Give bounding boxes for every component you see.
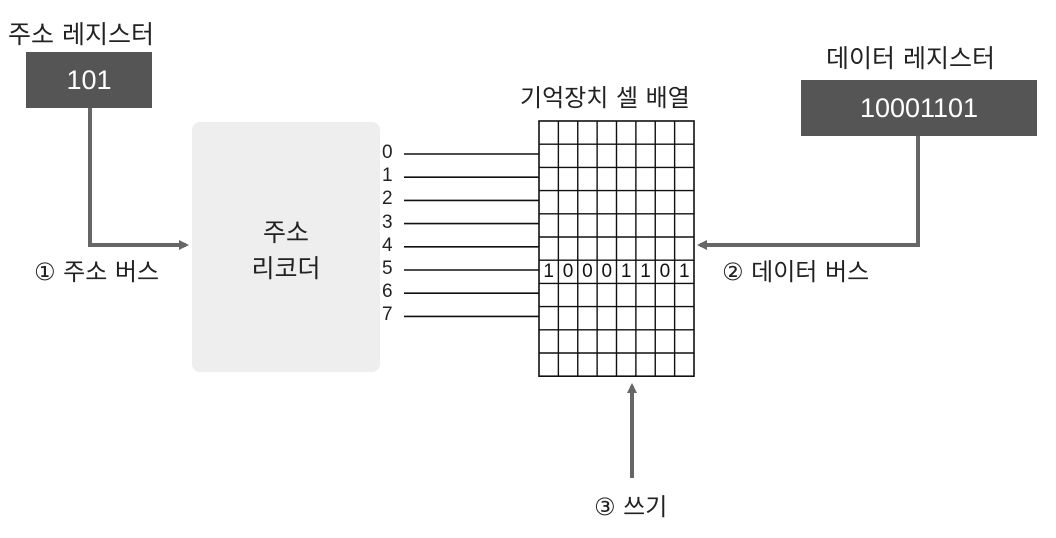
memory-array-title: 기억장치 셀 배열	[520, 84, 690, 112]
address-register-value: 101	[26, 52, 152, 108]
memory-bit: 1	[621, 261, 632, 282]
memory-bit: 0	[582, 261, 593, 282]
address-line-number: 7	[382, 304, 393, 326]
address-line-number: 4	[382, 234, 393, 256]
address-line-number: 6	[382, 281, 393, 303]
address-line-number: 5	[382, 258, 393, 279]
decoder-label-line2: 리코더	[251, 254, 321, 283]
memory-bit: 0	[602, 261, 613, 282]
memory-bit: 1	[543, 261, 554, 282]
data-register-value: 10001101	[801, 80, 1037, 136]
decoder-label-line1: 주소	[262, 218, 309, 247]
address-line-number: 0	[382, 142, 393, 163]
write-label: ③ 쓰기	[594, 493, 668, 521]
address-line-number: 1	[382, 165, 393, 187]
address-line-number: 3	[382, 211, 393, 233]
data-bus-label: ② 데이터 버스	[722, 258, 870, 286]
memory-bit: 1	[640, 261, 651, 282]
data-register-label: 데이터 레지스터	[826, 44, 995, 73]
address-bus-arrow	[88, 108, 189, 250]
data-bus-arrow	[697, 136, 920, 250]
memory-cell-grid	[538, 120, 695, 377]
address-lines	[404, 153, 539, 318]
memory-bit: 0	[563, 261, 574, 282]
address-line-number: 2	[382, 188, 393, 210]
memory-bit: 1	[679, 261, 690, 282]
address-decoder: 주소 리코더	[192, 122, 380, 372]
memory-bit: 0	[660, 261, 671, 282]
address-register-label: 주소 레지스터	[8, 20, 154, 49]
address-bus-label: ① 주소 버스	[34, 258, 160, 286]
